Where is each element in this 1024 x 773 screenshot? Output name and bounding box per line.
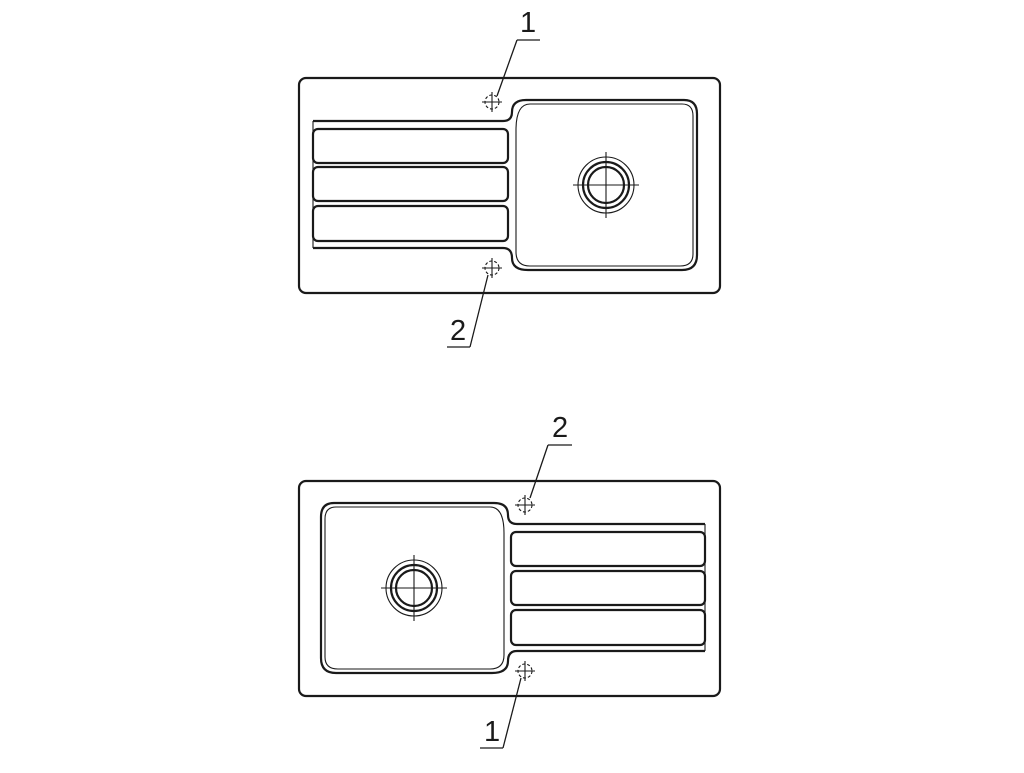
tap-hole-mark [482,258,502,278]
sink-outline [297,76,722,295]
bowl-outline [324,506,505,670]
callout-label: 1 [484,716,500,748]
bowl-outline [515,103,694,267]
drainer-groove [311,165,510,203]
tap-hole-mark [482,92,502,112]
sink-view-bottom: 2 1 [297,412,722,749]
callout: 1 [496,7,540,97]
drainer-groove [311,127,510,165]
sink-outline [297,479,722,698]
drainer-outline [313,98,699,272]
callout-label: 2 [450,315,466,347]
callout: 2 [529,412,572,499]
sink-view-top: 1 2 [297,7,722,348]
drainer-groove [311,204,510,243]
drainer-groove [509,569,707,607]
callout-label: 1 [520,7,536,39]
tap-hole-mark [515,661,535,681]
drainer-groove [509,530,707,568]
tap-hole-mark [515,495,535,515]
drainer-groove [509,608,707,647]
drain [573,152,639,218]
drainer-outline [319,501,705,675]
drain [381,555,447,621]
callout: 2 [447,274,489,348]
callout: 1 [480,677,522,749]
callout-label: 2 [552,412,568,444]
